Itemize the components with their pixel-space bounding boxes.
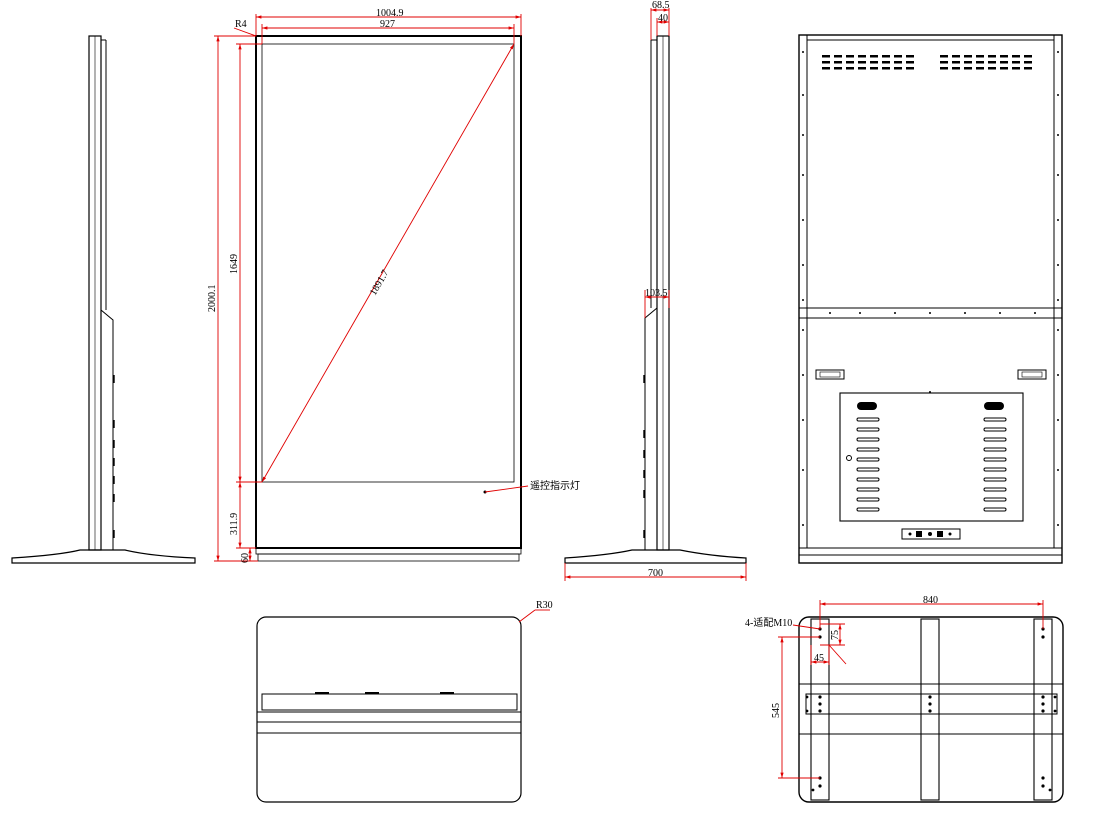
base-bottom-dimensions — [778, 600, 1044, 779]
height-screen-label: 1649 — [229, 254, 240, 274]
width-total-label: 1004.9 — [376, 8, 404, 19]
rear-view — [798, 34, 1063, 564]
height-base-label: 60 — [240, 553, 251, 563]
base-bottom-view — [798, 616, 1064, 803]
depth-panel-label: 40 — [658, 13, 668, 24]
base-width-label: 840 — [923, 595, 938, 606]
mounting-holes-label: 4-适配M10 — [745, 617, 792, 629]
front-dimensions — [214, 14, 529, 562]
corner-radius-top-label: R4 — [235, 19, 247, 30]
side-dimensions — [564, 8, 747, 581]
depth-top-label: 68.5 — [652, 0, 670, 11]
right-side-view — [564, 35, 747, 564]
base-bottom-dimension-labels: 840 545 75 45 4-适配M10 — [745, 595, 938, 718]
width-screen-label: 927 — [380, 19, 395, 30]
depth-lower-label: 103.5 — [645, 288, 668, 299]
base-depth-label: 700 — [648, 568, 663, 579]
hole-offset-y-label: 75 — [830, 630, 841, 640]
corner-radius-base-label: R30 — [536, 600, 553, 611]
side-dimension-labels: 68.5 40 103.5 700 — [645, 0, 670, 579]
height-total-label: 2000.1 — [207, 285, 218, 313]
base-depth-holes-label: 545 — [771, 703, 782, 718]
diagonal-label: 1891.7 — [368, 268, 391, 297]
base-top-view — [256, 616, 522, 803]
height-bottom-label: 311.9 — [229, 513, 240, 535]
remote-indicator-label: 遥控指示灯 — [530, 479, 580, 492]
front-view — [255, 35, 522, 562]
base-radius-dimension: R30 — [518, 600, 553, 623]
hole-offset-x-label: 45 — [814, 653, 824, 664]
left-side-view — [11, 35, 196, 564]
